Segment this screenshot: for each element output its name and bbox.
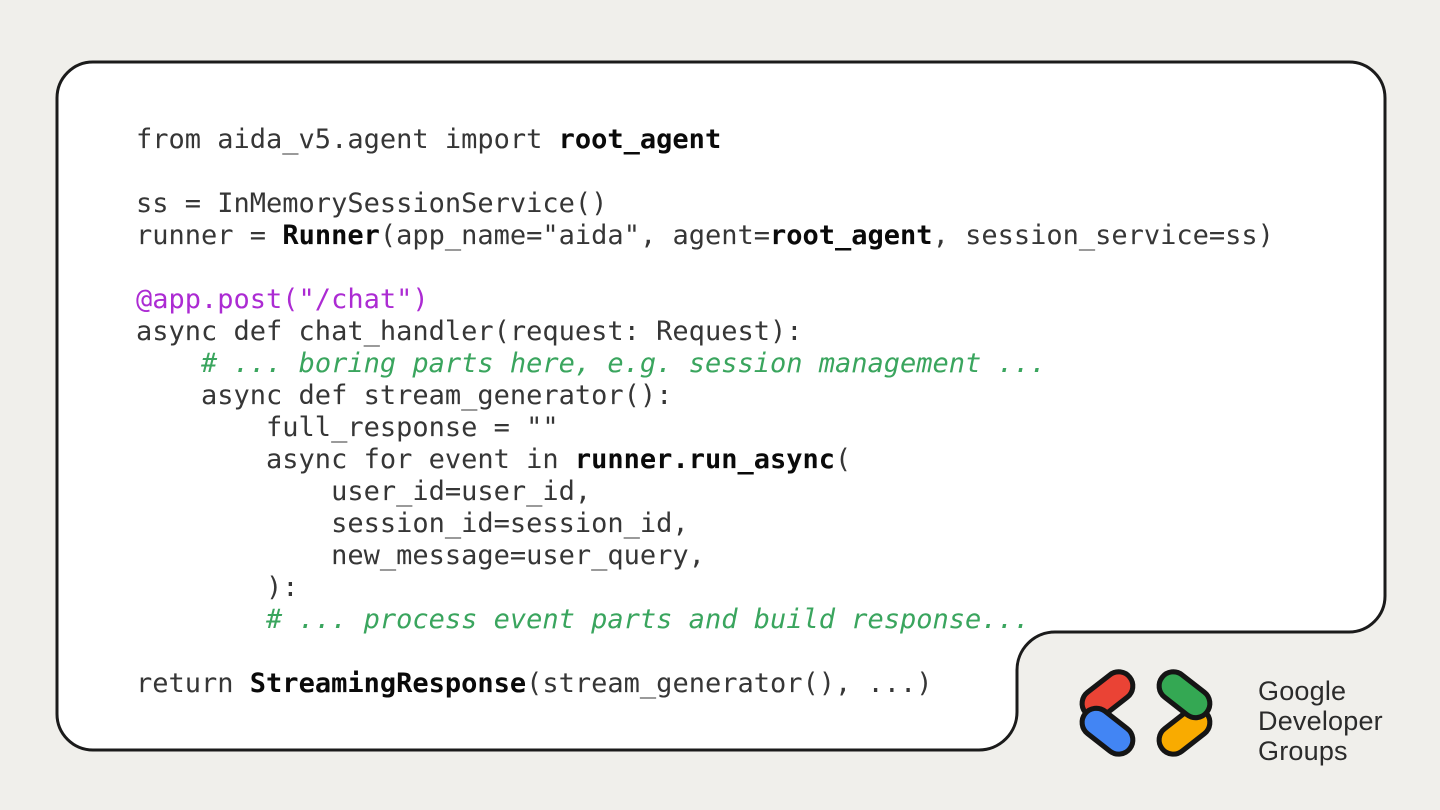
code-line: runner = Runner(app_name="aida", agent=r… — [136, 220, 1274, 252]
code-token-plain: (app_name="aida", agent= — [379, 220, 770, 251]
code-line: async def stream_generator(): — [136, 380, 1274, 412]
code-token-plain: , session_service=ss) — [932, 220, 1274, 251]
gdg-pill-green — [1156, 669, 1213, 721]
code-token-plain: ss = InMemorySessionService() — [136, 188, 608, 219]
code-line: return StreamingResponse(stream_generato… — [136, 668, 1274, 700]
code-token-comment: # ... process event parts and build resp… — [266, 604, 1031, 635]
code-line: ss = InMemorySessionService() — [136, 188, 1274, 220]
code-line: full_response = "" — [136, 412, 1274, 444]
code-token-plain: session_id=session_id, — [136, 508, 689, 539]
code-token-plain: full_response = "" — [136, 412, 559, 443]
code-block: from aida_v5.agent import root_agent ss … — [136, 124, 1274, 700]
code-token-plain: ): — [136, 572, 299, 603]
gdg-chevron-left-icon — [1079, 669, 1136, 757]
code-token-bold: runner.run_async — [574, 444, 835, 475]
code-token-plain — [136, 348, 201, 379]
code-line — [136, 252, 1274, 284]
brand-line-groups: Groups — [1258, 736, 1348, 766]
code-token-decorator: @app.post("/chat") — [136, 284, 429, 315]
code-line: ): — [136, 572, 1274, 604]
code-token-plain: (stream_generator(), ...) — [526, 668, 933, 699]
code-line: new_message=user_query, — [136, 540, 1274, 572]
gdg-chevron-right-icon — [1156, 669, 1213, 757]
gdg-chevrons-icon — [1079, 669, 1213, 757]
code-token-plain: user_id=user_id, — [136, 476, 592, 507]
code-token-comment: # ... boring parts here, e.g. session ma… — [201, 348, 1047, 379]
code-line: # ... boring parts here, e.g. session ma… — [136, 348, 1274, 380]
code-line: @app.post("/chat") — [136, 284, 1274, 316]
code-token-plain: async def stream_generator(): — [136, 380, 673, 411]
code-token-bold: StreamingResponse — [249, 668, 527, 699]
code-token-bold: Runner — [282, 220, 380, 251]
code-line: # ... process event parts and build resp… — [136, 604, 1274, 636]
code-token-bold: root_agent — [770, 220, 933, 251]
brand-line-developer: Developer — [1258, 706, 1383, 736]
code-card-shape — [55, 60, 1387, 752]
code-line: async for event in runner.run_async( — [136, 444, 1274, 476]
code-token-plain: return — [136, 668, 250, 699]
gdg-logo: Google Developer Groups — [1072, 664, 1383, 766]
code-token-plain: runner = — [136, 220, 283, 251]
code-line: async def chat_handler(request: Request)… — [136, 316, 1274, 348]
code-line: from aida_v5.agent import root_agent — [136, 124, 1274, 156]
gdg-pill-blue — [1079, 705, 1136, 757]
code-token-plain — [136, 604, 266, 635]
code-line: session_id=session_id, — [136, 508, 1274, 540]
gdg-wordmark: Google Developer Groups — [1258, 676, 1383, 766]
code-token-plain: async def chat_handler(request: Request)… — [136, 316, 803, 347]
code-line: user_id=user_id, — [136, 476, 1274, 508]
code-token-plain: from aida_v5.agent import — [136, 124, 559, 155]
code-line — [136, 156, 1274, 188]
code-token-plain: async for event in — [136, 444, 575, 475]
code-token-plain: new_message=user_query, — [136, 540, 705, 571]
brand-line-google: Google — [1258, 676, 1347, 706]
code-token-bold: root_agent — [558, 124, 722, 155]
code-token-plain: ( — [835, 444, 852, 475]
